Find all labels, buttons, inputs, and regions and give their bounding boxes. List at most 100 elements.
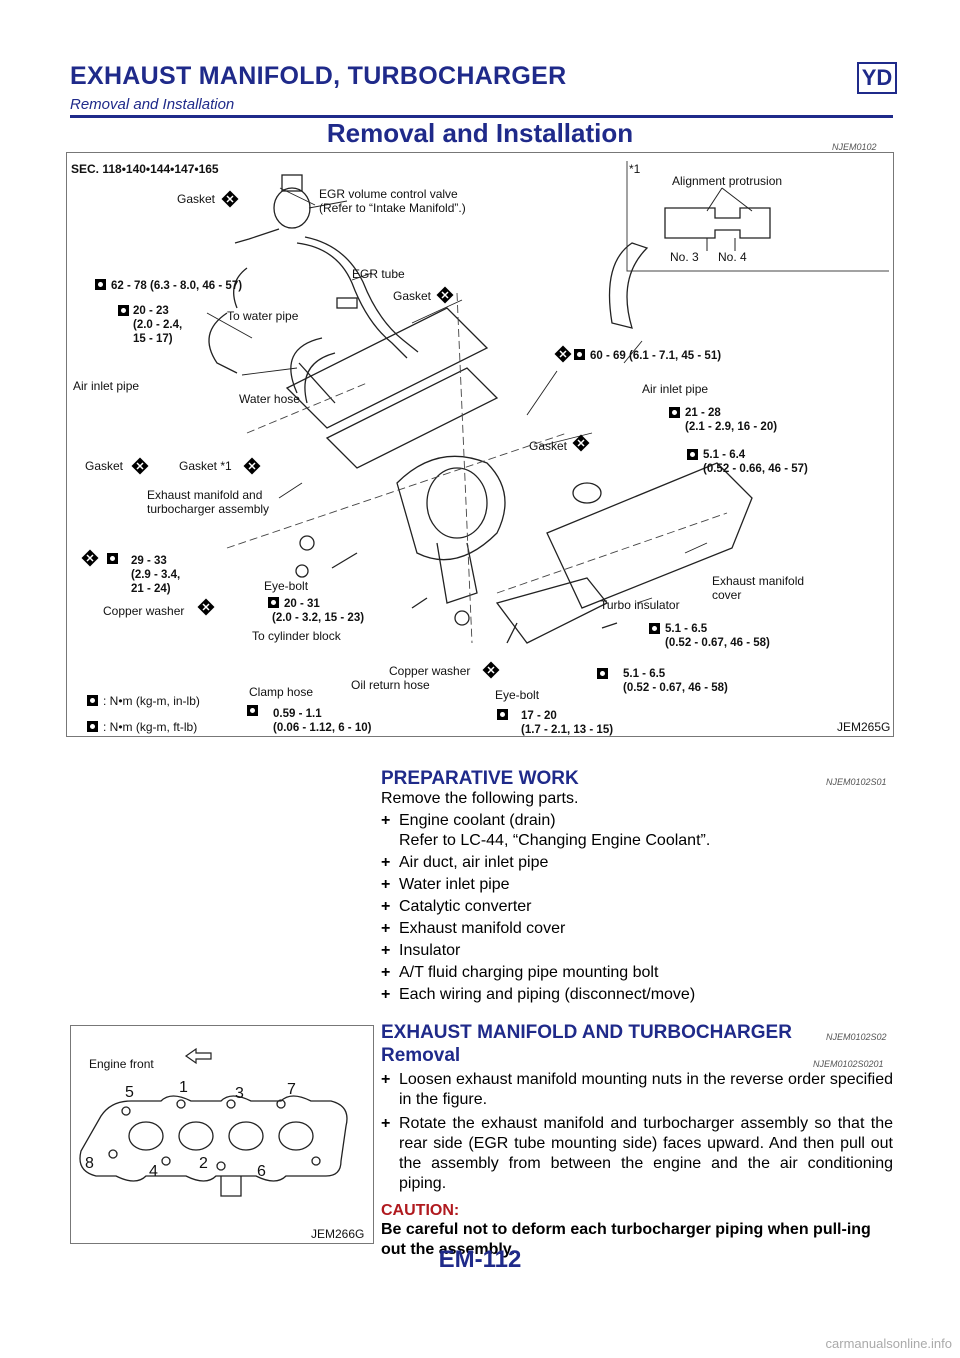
prep-title: PREPARATIVE WORK <box>381 768 579 789</box>
prep-item: +A/T fluid charging pipe mounting bolt <box>381 964 659 981</box>
inset-no4-label: No. 4 <box>718 250 747 264</box>
label-gasket-mid: Gasket <box>529 439 568 453</box>
label-gasket-star1: Gasket *1 <box>179 459 232 473</box>
label-gasket-right: Gasket <box>393 289 432 303</box>
prep-item-text: Exhaust manifold cover <box>399 920 566 937</box>
sec-numbers: SEC. 118•140•144•147•165 <box>71 162 219 176</box>
removal-title: Removal <box>381 1045 461 1066</box>
torque-4b: (2.1 - 2.9, 16 - 20) <box>685 421 777 433</box>
label-to-water-pipe: To water pipe <box>227 309 299 323</box>
caution-label: CAUTION: <box>381 1202 460 1219</box>
label-exhaust-assembly-1: Exhaust manifold and <box>147 488 262 502</box>
removal-step: +Loosen exhaust manifold mounting nuts i… <box>381 1071 893 1108</box>
torque-2b: (2.0 - 2.4, <box>133 319 182 331</box>
torque-3: 60 - 69 (6.1 - 7.1, 45 - 51) <box>590 350 721 362</box>
prep-item: +Catalytic converter <box>381 898 532 915</box>
torque-7b: (2.0 - 3.2, 15 - 23) <box>272 612 364 624</box>
label-to-cylinder-block: To cylinder block <box>252 629 342 643</box>
label-air-inlet-pipe-right: Air inlet pipe <box>642 382 708 396</box>
removal-step-text: Rotate the exhaust manifold and turbocha… <box>399 1115 893 1192</box>
label-gasket-top: Gasket <box>177 192 216 206</box>
prep-item-text: Catalytic converter <box>399 898 532 915</box>
section-title: Removal and Installation <box>326 118 634 148</box>
prep-item: +Air duct, air inlet pipe <box>381 854 549 871</box>
prep-item: +Insulator <box>381 942 461 959</box>
prep-item-subtext: Refer to LC-44, “Changing Engine Coolant… <box>399 832 711 849</box>
torque-11a: 17 - 20 <box>521 710 557 722</box>
nut-number-8: 8 <box>85 1155 94 1172</box>
label-clamp-hose: Clamp hose <box>249 685 313 699</box>
label-water-hose: Water hose <box>239 392 300 406</box>
torque-10b: (0.06 - 1.12, 6 - 10) <box>273 722 372 734</box>
label-exhaust-assembly-2: turbocharger assembly <box>147 502 269 516</box>
label-exhaust-cover-1: Exhaust manifold <box>712 574 804 588</box>
arrow-left-icon <box>184 1047 212 1065</box>
nut-number-4: 4 <box>149 1163 158 1180</box>
nut-number-7: 7 <box>287 1081 296 1098</box>
label-air-inlet-pipe-left: Air inlet pipe <box>73 379 139 393</box>
label-copper-washer-left: Copper washer <box>103 604 184 618</box>
torque-8a: 5.1 - 6.5 <box>665 623 708 635</box>
nut-number-2: 2 <box>199 1155 208 1172</box>
figure-2-id: JEM266G <box>311 1227 364 1241</box>
prep-body: Remove the following parts. +Engine cool… <box>381 789 893 1005</box>
label-gasket-left: Gasket <box>85 459 124 473</box>
inset-star-label: *1 <box>629 162 641 176</box>
nut-number-3: 3 <box>235 1085 244 1102</box>
nut-order-figure: Engine front 5 1 3 7 8 4 2 6 JEM266G <box>70 1025 374 1244</box>
page-header-subtitle: Removal and Installation <box>70 96 235 113</box>
exploded-view-figure: SEC. 118•140•144•147•165 *1 Alignment pr… <box>66 152 894 737</box>
engine-front-label: Engine front <box>89 1057 154 1071</box>
exploded-view-drawing: SEC. 118•140•144•147•165 *1 Alignment pr… <box>71 161 890 736</box>
label-turbo-insulator: Turbo insulator <box>600 598 680 612</box>
torque-10a: 0.59 - 1.1 <box>273 708 322 720</box>
section-ref: NJEM0102 <box>832 142 877 152</box>
prep-item-text: Insulator <box>399 942 461 959</box>
torque-1: 62 - 78 (6.3 - 8.0, 46 - 57) <box>111 280 242 292</box>
label-eye-bolt-1: Eye-bolt <box>264 579 309 593</box>
label-egr-tube: EGR tube <box>352 267 405 281</box>
label-egr-valve: EGR volume control valve <box>319 187 458 201</box>
page-number: EM-112 <box>438 1246 522 1273</box>
engine-badge: YD <box>857 62 897 94</box>
removal-step-text: Loosen exhaust manifold mounting nuts in… <box>399 1071 893 1108</box>
nut-number-6: 6 <box>257 1163 266 1180</box>
torque-6c: 21 - 24) <box>131 583 171 595</box>
prep-item-text: Air duct, air inlet pipe <box>399 854 549 871</box>
prep-item-text: Engine coolant (drain) <box>399 812 556 829</box>
nut-number-5: 5 <box>125 1084 134 1101</box>
prep-item-text: Each wiring and piping (disconnect/move) <box>399 986 696 1003</box>
figure-1-id: JEM265G <box>837 720 890 734</box>
prep-item-text: Water inlet pipe <box>399 876 510 893</box>
torque-8b: (0.52 - 0.67, 46 - 58) <box>665 637 770 649</box>
label-egr-valve-ref: (Refer to “Intake Manifold”.) <box>319 201 466 215</box>
torque-4a: 21 - 28 <box>685 407 721 419</box>
prep-item: +Each wiring and piping (disconnect/move… <box>381 986 696 1003</box>
torque-5b: (0.52 - 0.66, 46 - 57) <box>703 463 808 475</box>
removal-body: +Loosen exhaust manifold mounting nuts i… <box>381 1070 893 1260</box>
torque-2a: 20 - 23 <box>133 305 169 317</box>
prep-ref: NJEM0102S01 <box>826 777 887 787</box>
caution-text: Be careful not to deform each turbocharg… <box>381 1221 871 1258</box>
legend-in-lb: : N•m (kg-m, in-lb) <box>103 694 200 708</box>
label-oil-return-hose: Oil return hose <box>351 678 430 692</box>
legend-ft-lb: : N•m (kg-m, ft-lb) <box>103 720 197 734</box>
watermark: carmanualsonline.info <box>825 1336 952 1351</box>
torque-6a: 29 - 33 <box>131 555 167 567</box>
prep-item: +Exhaust manifold cover <box>381 920 566 937</box>
torque-11b: (1.7 - 2.1, 13 - 15) <box>521 724 613 736</box>
removal-step: +Rotate the exhaust manifold and turboch… <box>381 1115 893 1192</box>
nut-number-1: 1 <box>179 1079 188 1096</box>
torque-7a: 20 - 31 <box>284 598 320 610</box>
exh-title: EXHAUST MANIFOLD AND TURBOCHARGER <box>381 1022 792 1043</box>
exh-ref: NJEM0102S02 <box>826 1032 887 1042</box>
torque-9b: (0.52 - 0.67, 46 - 58) <box>623 682 728 694</box>
prep-intro: Remove the following parts. <box>381 790 579 807</box>
header-rule <box>70 115 893 118</box>
label-copper-washer-right: Copper washer <box>389 664 470 678</box>
prep-item: +Engine coolant (drain)Refer to LC-44, “… <box>381 812 711 849</box>
nut-order-drawing: Engine front 5 1 3 7 8 4 2 6 JEM266G <box>79 1047 364 1241</box>
prep-item-text: A/T fluid charging pipe mounting bolt <box>399 964 659 981</box>
label-eye-bolt-2: Eye-bolt <box>495 688 540 702</box>
removal-ref: NJEM0102S0201 <box>813 1059 884 1069</box>
